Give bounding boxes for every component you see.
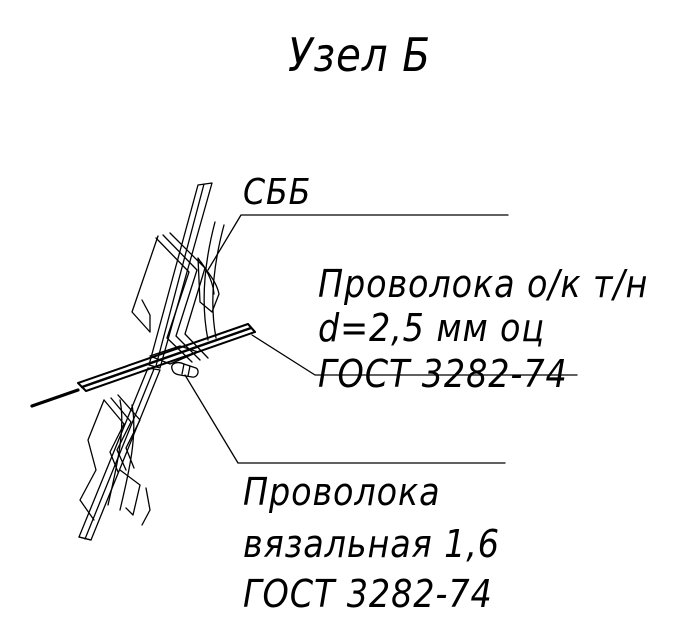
callout-wire-tie-line3: ГОСТ 3282-74 xyxy=(243,572,493,616)
callout-wire-tie-line1: Проволока xyxy=(243,470,441,514)
leader-wire-tie xyxy=(184,374,506,464)
node-title: Узел Б xyxy=(288,28,431,82)
tie-wire-knot xyxy=(171,362,199,378)
leader-sbb xyxy=(207,214,509,271)
callout-wire-tie-line2: вязальная 1,6 xyxy=(243,522,500,566)
upper-post xyxy=(148,182,213,369)
callout-sbb: СББ xyxy=(243,172,312,213)
lower-post xyxy=(78,367,161,541)
leader-wire-main xyxy=(251,334,578,376)
callout-wire-main-line1: Проволока о/к т/н xyxy=(318,262,649,306)
lower-razor-coil xyxy=(79,394,151,526)
callout-wire-main-line2: d=2,5 мм оц xyxy=(318,306,546,350)
callout-wire-main-line3: ГОСТ 3282-74 xyxy=(318,352,568,396)
horizontal-bar xyxy=(30,323,256,408)
